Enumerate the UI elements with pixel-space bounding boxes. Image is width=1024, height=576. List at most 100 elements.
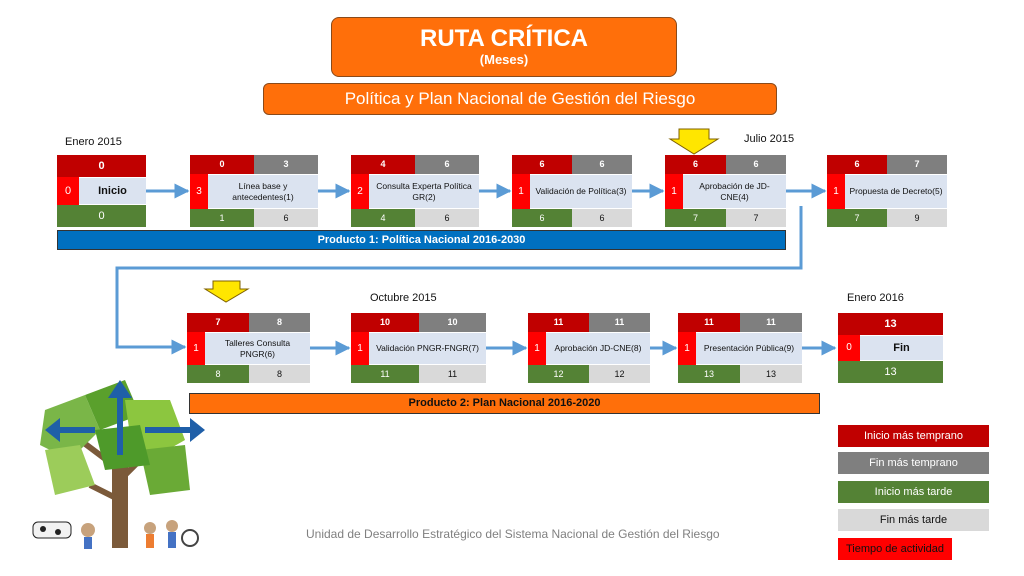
duration: 1	[665, 174, 683, 209]
duration: 0	[838, 335, 860, 361]
product-1-bar: Producto 1: Política Nacional 2016-2030	[57, 230, 786, 250]
earliest-finish: 8	[249, 313, 310, 332]
legend-latest-finish: Fin más tarde	[838, 509, 989, 531]
legend-earliest-finish: Fin más temprano	[838, 452, 989, 474]
activity-name: Validación de Política(3)	[535, 186, 627, 196]
product-2-bar: Producto 2: Plan Nacional 2016-2020	[189, 393, 820, 414]
node-body	[678, 332, 802, 365]
latest-start: 13	[838, 361, 943, 383]
activity-name: Propuesta de Decreto(5)	[849, 186, 943, 196]
activity-name: Talleres Consulta PNGR(6)	[224, 337, 291, 359]
node-body	[351, 174, 479, 209]
earliest-start: 11	[678, 313, 740, 332]
node-label: Fin	[893, 342, 910, 354]
earliest-start: 0	[57, 155, 146, 177]
latest-start: 7	[665, 209, 726, 227]
duration: 1	[528, 332, 546, 365]
latest-finish: 8	[249, 365, 310, 383]
earliest-finish: 11	[589, 313, 650, 332]
latest-finish: 7	[726, 209, 786, 227]
latest-start: 13	[678, 365, 740, 383]
legend-latest-start: Inicio más tarde	[838, 481, 989, 503]
duration: 1	[678, 332, 696, 365]
start-node[interactable]: 0 0 Inicio 0	[57, 155, 146, 227]
earliest-start: 4	[351, 155, 415, 174]
latest-finish: 6	[415, 209, 479, 227]
duration: 0	[57, 177, 79, 205]
duration: 3	[190, 174, 208, 209]
date-label: Octubre 2015	[370, 292, 437, 304]
title-text: RUTA CRÍTICA	[420, 25, 588, 52]
milestone-marker-icon	[203, 280, 250, 303]
latest-start: 6	[512, 209, 572, 227]
latest-finish: 13	[740, 365, 802, 383]
date-label: Enero 2015	[65, 136, 122, 148]
earliest-finish: 11	[740, 313, 802, 332]
node-body	[190, 174, 318, 209]
latest-finish: 12	[589, 365, 650, 383]
earliest-finish: 7	[887, 155, 947, 174]
earliest-finish: 6	[572, 155, 632, 174]
legend-earliest-start: Inicio más temprano	[838, 425, 989, 447]
latest-finish: 6	[572, 209, 632, 227]
node-label: Inicio	[98, 185, 127, 197]
node-body	[528, 332, 650, 365]
activity-name: Consulta Experta Política GR(2)	[376, 180, 472, 202]
earliest-finish: 6	[415, 155, 479, 174]
tree-illustration-icon	[32, 380, 205, 549]
latest-start: 8	[187, 365, 249, 383]
earliest-start: 6	[665, 155, 726, 174]
end-node[interactable]: 13 0 Fin 13	[838, 313, 943, 383]
latest-start: 11	[351, 365, 419, 383]
duration: 2	[351, 174, 369, 209]
latest-finish: 11	[419, 365, 486, 383]
main-title: RUTA CRÍTICA (Meses)	[331, 17, 677, 77]
earliest-finish: 10	[419, 313, 486, 332]
subtitle-text: (Meses)	[479, 52, 529, 67]
banner-title: Política y Plan Nacional de Gestión del …	[263, 83, 777, 115]
date-label: Enero 2016	[847, 292, 904, 304]
latest-start: 4	[351, 209, 415, 227]
earliest-finish: 6	[726, 155, 786, 174]
date-label: Julio 2015	[744, 133, 795, 145]
activity-name: Aprobación JD-CNE(8)	[554, 343, 642, 353]
activity-name: Validación PNGR-FNGR(7)	[376, 343, 479, 353]
earliest-start: 10	[351, 313, 419, 332]
node-body	[665, 174, 786, 209]
legend-duration: Tiempo de actividad	[838, 538, 952, 560]
earliest-start: 7	[187, 313, 249, 332]
earliest-finish: 3	[254, 155, 318, 174]
earliest-start: 11	[528, 313, 589, 332]
arrow-wrap	[115, 206, 803, 355]
node-body	[351, 332, 486, 365]
earliest-start: 0	[190, 155, 254, 174]
node-body	[187, 332, 310, 365]
duration: 1	[512, 174, 530, 209]
latest-finish: 9	[887, 209, 947, 227]
earliest-start: 6	[827, 155, 887, 174]
node-body	[512, 174, 632, 209]
activity-name: Aprobación de JD-CNE(4)	[699, 180, 770, 202]
node-body	[827, 174, 947, 209]
latest-start: 0	[57, 205, 146, 227]
activity-name: Presentación Pública(9)	[703, 343, 795, 353]
activity-name: Línea base y antecedentes(1)	[232, 180, 294, 202]
earliest-start: 13	[838, 313, 943, 335]
milestone-marker-icon	[668, 128, 720, 155]
earliest-start: 6	[512, 155, 572, 174]
latest-start: 12	[528, 365, 589, 383]
duration: 1	[187, 332, 205, 365]
latest-start: 1	[190, 209, 254, 227]
footer-text: Unidad de Desarrollo Estratégico del Sis…	[306, 527, 720, 541]
duration: 1	[827, 174, 845, 209]
